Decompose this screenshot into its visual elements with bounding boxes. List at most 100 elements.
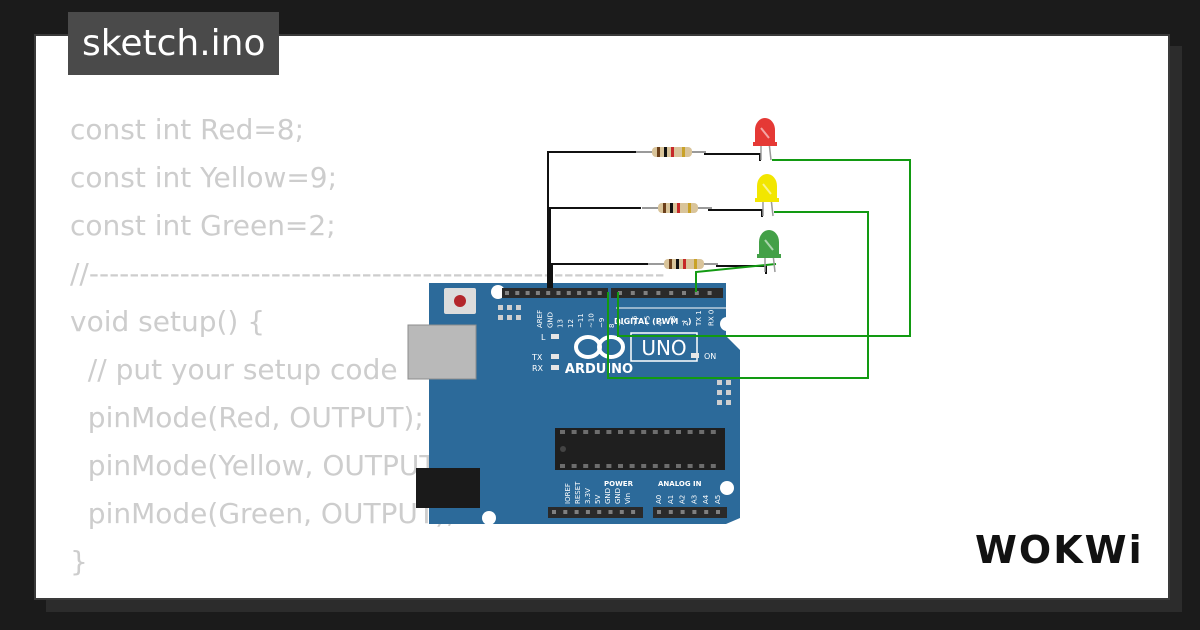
status-led-rx [551,365,559,370]
header-pin [631,510,636,514]
chip-pin [618,430,623,434]
header-pin [577,291,582,295]
signal-wire-red-pin8 [617,159,911,337]
digital-header-left [502,288,608,298]
pin-label: 4 [656,321,664,326]
pin-label: ~11 [577,313,585,328]
header-pin [694,291,699,295]
signal-wire-green-pin2 [695,263,777,292]
icsp-pin [507,315,512,320]
chip-pin [652,464,658,468]
pin-label: GND [604,488,612,504]
mounting-hole [482,511,496,525]
icsp-pin [717,380,722,385]
header-pin [630,291,635,295]
pin-label: ~10 [588,313,596,328]
chip-pin [606,430,612,434]
status-led-l [551,334,559,339]
pin-label: 13 [557,319,565,328]
chip-pin [699,430,705,434]
reset-button-cap [454,295,466,307]
chip-pin [629,430,635,434]
resistor-band [682,147,685,157]
chip-pin [571,430,577,434]
chip-pin [594,430,600,434]
pin-label: A1 [667,495,675,504]
chip-pin [710,464,716,468]
chip-pin [560,430,565,434]
pin-label: TX 1 [695,310,703,327]
chip-notch [560,446,566,452]
resistor-band [657,147,660,157]
atmega-chip [555,428,725,470]
icsp-pin [726,380,731,385]
icsp-pin [726,390,731,395]
mounting-hole [720,317,734,331]
resistor-band [671,147,674,157]
led-red [755,118,775,144]
icsp-pin [498,315,503,320]
chip-pin [594,464,600,468]
file-tab[interactable]: sketch.ino [68,12,280,75]
icsp-pin [516,315,521,320]
header-pin [587,291,592,295]
pin-label: ~3 [669,316,677,326]
chip-pin [618,464,623,468]
wokwi-logo: WOKWi [975,528,1144,572]
chip-pin [641,430,647,434]
analog-header [653,507,727,518]
header-pin [597,510,602,514]
resistor-band [670,203,673,213]
gnd-wire-green [551,263,651,288]
pin-label: A0 [655,495,663,504]
code-line: const int Red=8; [70,113,305,146]
pin-label: 7 [618,322,626,326]
analog-header-label: ANALOG IN [658,480,702,488]
header-pin [716,510,720,514]
led-rim [757,254,781,258]
resistor-band [688,203,691,213]
header-pin [608,510,613,514]
header-pin [619,510,624,514]
led-rim [755,198,779,202]
chip-pin [687,430,693,434]
chip-pin [583,464,589,468]
header-pin [692,510,697,514]
chip-pin [687,464,693,468]
resistor-band [676,259,679,269]
header-pin [515,291,520,295]
header-pin [535,291,540,295]
led-wire-red [704,153,761,161]
pin-label: RX 0 [708,310,716,326]
header-pin [597,291,602,295]
chip-pin [629,464,635,468]
chip-pin [710,430,716,434]
usb-port [407,324,477,380]
code-line: const int Green=2; [70,209,336,242]
code-line: } [70,545,88,578]
led-highlight [764,239,774,251]
pin-label: Vin [624,493,632,504]
pin-label: ~5 [644,316,652,326]
resistor-band [683,259,686,269]
code-line: pinMode(Red, OUTPUT); [70,401,424,434]
icsp-pin [717,400,722,405]
header-pin [682,291,686,295]
header-pin [525,291,530,295]
led-yellow [757,174,777,200]
chip-pin [664,464,670,468]
code-line: // [70,586,665,598]
pin-label: 3.3V [584,488,592,504]
led-highlight [762,183,772,195]
header-pin [656,291,661,295]
pin-label: ~6 [631,315,639,326]
power-header-label: POWER [604,480,634,488]
pin-label: 5V [594,495,602,504]
chip-pin [652,430,658,434]
header-pin [618,291,622,295]
led-label-rx: RX [532,364,544,373]
preview-card: const int Red=8;const int Yellow=9;const… [34,34,1170,600]
led-label-on: ON [704,352,716,361]
pin-label: RESET [574,481,582,504]
